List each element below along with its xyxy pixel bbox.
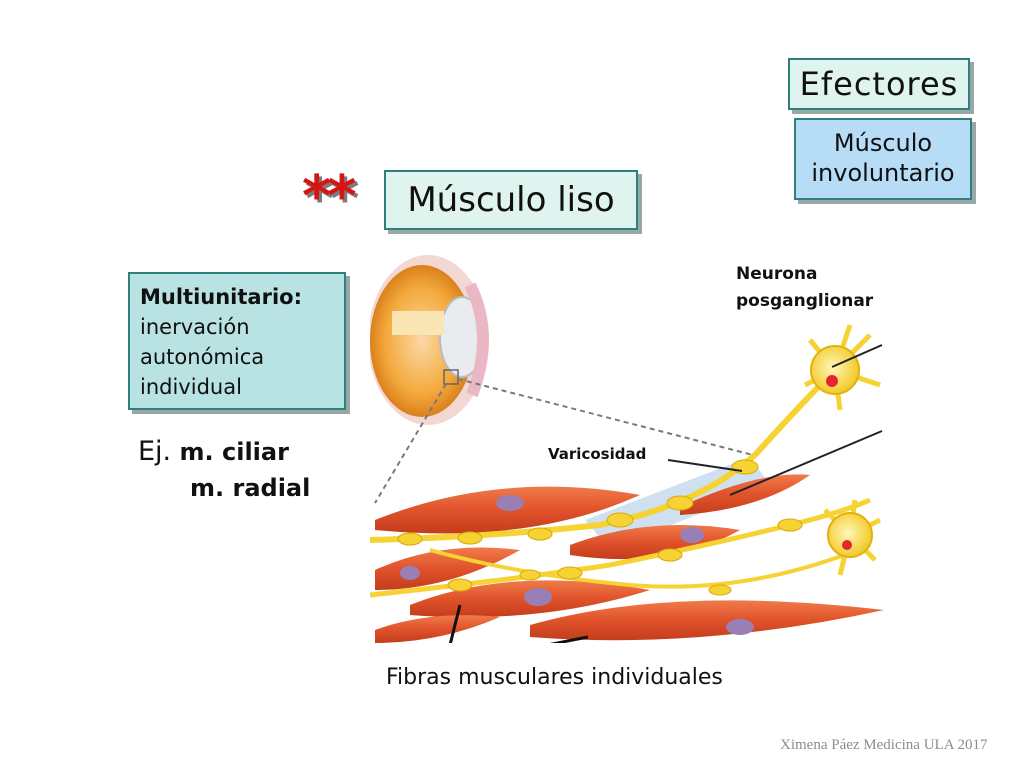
multiunitario-line-2: autonómica xyxy=(140,345,265,369)
neurona-label-line1: Neurona xyxy=(736,264,818,284)
important-stars: ** xyxy=(302,164,357,229)
example-block: Ej. m. ciliar m. radial xyxy=(138,434,310,506)
neuron-upper xyxy=(803,324,881,411)
fibras-pointer-left xyxy=(448,604,462,643)
example-radial: m. radial xyxy=(190,474,311,502)
example-ciliar: m. ciliar xyxy=(179,438,289,466)
multiunitario-box: Multiunitario: inervación autonómica ind… xyxy=(128,272,346,410)
musculo-liso-box: Músculo liso xyxy=(384,170,638,230)
neurona-pointer xyxy=(831,344,883,368)
eye-drawing xyxy=(370,255,489,425)
neuron-lower xyxy=(823,499,882,576)
smooth-muscle-illustration xyxy=(370,255,884,643)
neurona-label-line2: posganglionar xyxy=(736,291,874,311)
multiunitario-line-3: individual xyxy=(140,375,242,399)
varicosidad-label: Varicosidad xyxy=(548,445,647,463)
example-prefix: Ej. xyxy=(138,436,172,467)
varicosidad-pointer xyxy=(667,459,743,472)
zoom-line-top xyxy=(457,378,754,456)
multiunitario-title: Multiunitario: xyxy=(140,285,302,309)
musculo-involuntario-box: Músculo involuntario xyxy=(794,118,972,200)
multiunitario-line-1: inervación xyxy=(140,315,250,339)
fibras-label: Fibras musculares individuales xyxy=(386,665,723,690)
musculo-involuntario-line1: Músculo xyxy=(833,129,933,157)
efectores-text: Efectores xyxy=(799,65,959,103)
varicosities xyxy=(397,459,803,596)
nuclei xyxy=(400,495,754,635)
musculo-involuntario-line2: involuntario xyxy=(811,159,955,187)
neurona-pointer-2 xyxy=(729,430,883,496)
credit-footer: Ximena Páez Medicina ULA 2017 xyxy=(780,737,988,753)
fibras-pointer-right xyxy=(549,635,589,643)
musculo-liso-title: Músculo liso xyxy=(407,180,615,220)
neurona-label: Neurona posganglionar xyxy=(736,261,873,315)
efectores-box: Efectores xyxy=(788,58,970,110)
